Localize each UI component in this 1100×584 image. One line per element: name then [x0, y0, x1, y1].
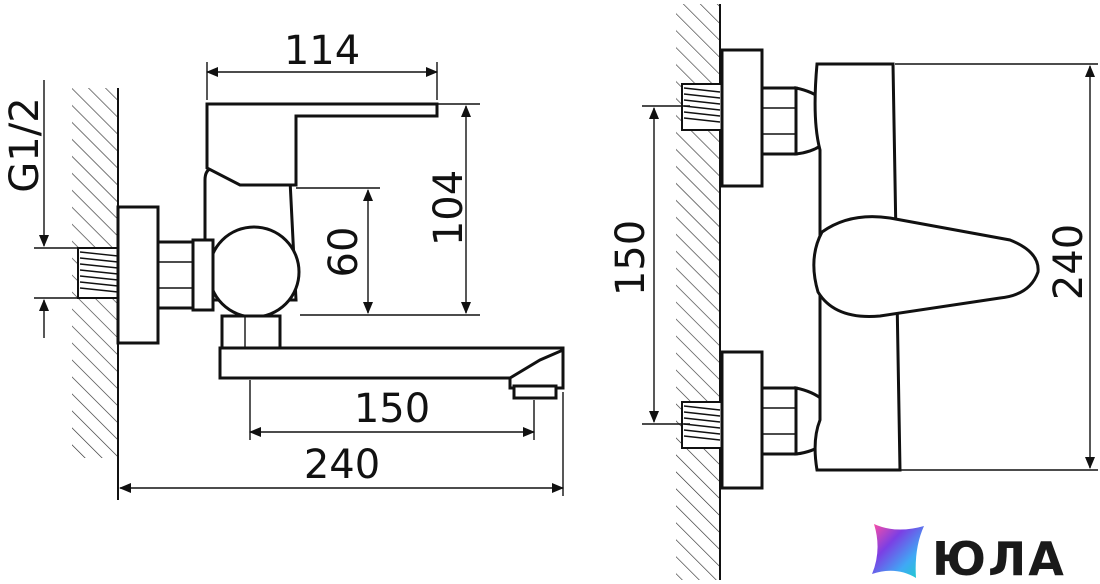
hex-nut [156, 240, 195, 310]
dim-60-label: 60 [321, 227, 367, 278]
dim-150-front: 150 [608, 105, 690, 425]
watermark-text: ЮЛА [932, 532, 1066, 584]
dim-240-total-label: 240 [304, 442, 380, 488]
side-view: 114 104 60 G1/2 150 [2, 28, 565, 500]
dim-g12: G1/2 [2, 80, 78, 338]
lower-flange [720, 350, 764, 490]
dim-114-label: 114 [284, 28, 360, 74]
dim-150-spout-label: 150 [354, 386, 430, 432]
cartridge-circle [207, 225, 301, 319]
lower-thread [681, 401, 723, 449]
dim-114: 114 [206, 28, 438, 100]
dim-104: 104 [300, 103, 480, 316]
dim-104-label: 104 [426, 170, 472, 246]
dim-g12-label: G1/2 [2, 97, 48, 192]
front-view: 150 240 [608, 4, 1098, 580]
wall-flange [116, 205, 160, 345]
lever-handle [205, 102, 439, 187]
upper-thread [681, 83, 723, 131]
dim-150-front-label: 150 [608, 220, 654, 296]
dim-240-front-label: 240 [1046, 224, 1092, 300]
thread-connector [77, 247, 121, 299]
dim-60: 60 [296, 187, 380, 314]
upper-flange [720, 48, 764, 188]
dim-240-front: 240 [895, 63, 1098, 471]
dim-150-spout: 150 [249, 380, 535, 440]
watermark: ЮЛА [872, 524, 1066, 584]
dim-240-total: 240 [119, 392, 564, 496]
yula-logo-icon [872, 524, 924, 578]
spout [218, 314, 565, 400]
front-lever [812, 215, 1040, 318]
